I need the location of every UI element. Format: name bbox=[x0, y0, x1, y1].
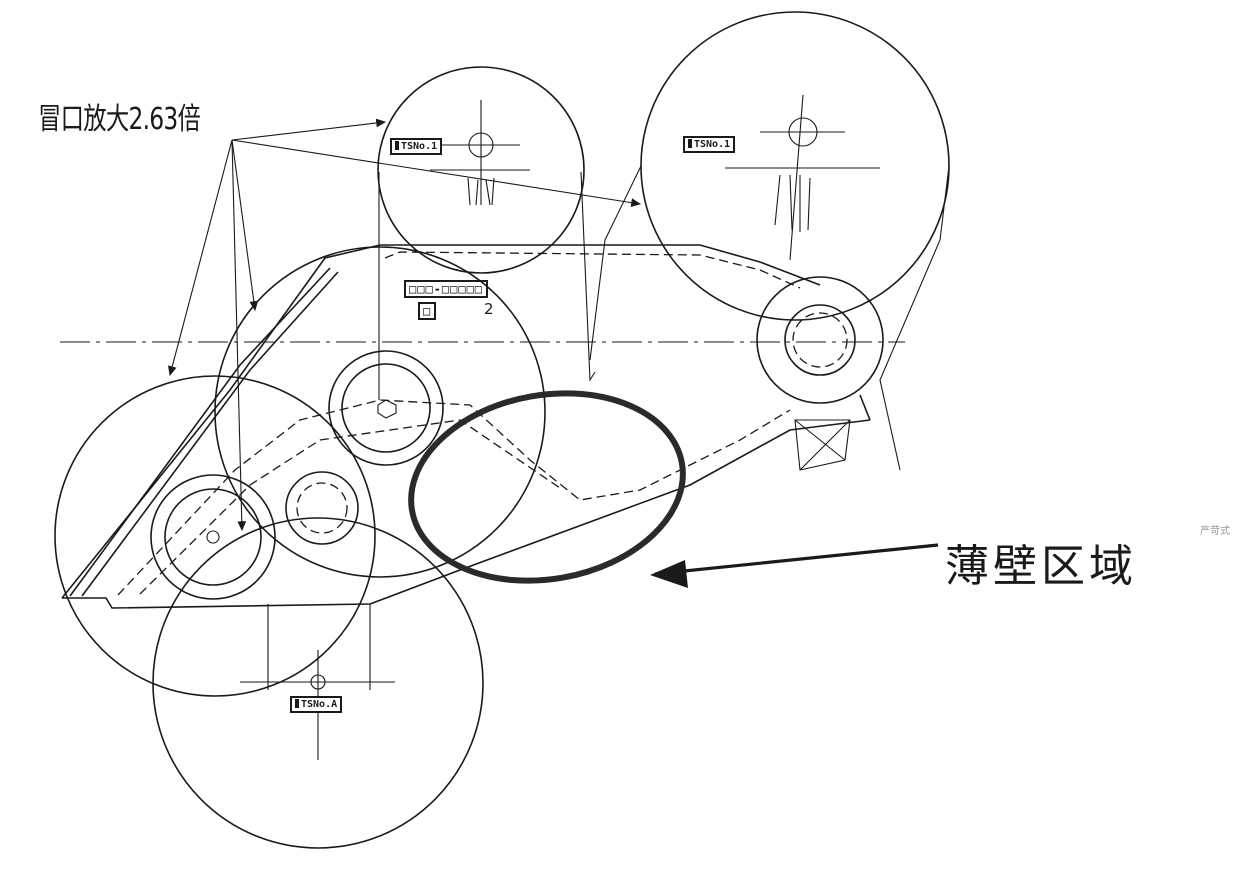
riser-circle-top-left bbox=[377, 66, 585, 274]
right-boss-outer bbox=[756, 276, 884, 404]
thin-wall-ellipse bbox=[408, 390, 686, 584]
left-boss-2-outer bbox=[285, 471, 359, 545]
riser-circle-top-right bbox=[640, 11, 950, 321]
casting-outline bbox=[61, 244, 871, 609]
right-boss-inner-dashed bbox=[792, 312, 848, 368]
casting-inner-rib-2 bbox=[81, 271, 339, 597]
neck-lines-top-left bbox=[378, 171, 596, 400]
riser-mark-top-right bbox=[725, 94, 880, 261]
riser-circle-left bbox=[54, 375, 376, 697]
left-boss-inner bbox=[164, 488, 262, 586]
inner-wall-dashed bbox=[117, 251, 801, 596]
left-boss-outer bbox=[150, 474, 276, 600]
riser-tag-top-right: TSNo.1 bbox=[683, 136, 736, 153]
thin-wall-arrow bbox=[654, 543, 939, 576]
middle-boss-hex bbox=[377, 399, 397, 419]
middle-boss-outer bbox=[328, 350, 444, 466]
thin-wall-label: 薄壁区域 bbox=[945, 541, 1137, 592]
neck-lines-bottom bbox=[267, 604, 371, 690]
riser-circle-bottom bbox=[152, 517, 484, 849]
right-boss-inner bbox=[784, 304, 856, 376]
part-code-mark: □□□-□□□□□ bbox=[404, 280, 489, 298]
riser-enlarge-label: 冒口放大2.63倍 bbox=[38, 102, 201, 137]
thin-wall-arrowhead bbox=[650, 560, 688, 588]
riser-tag-top-left: TSNo.1 bbox=[390, 138, 443, 155]
right-bracket bbox=[794, 419, 851, 471]
left-boss-center bbox=[206, 530, 220, 544]
middle-boss-inner bbox=[341, 363, 431, 453]
side-fragment-text: 严苛式 bbox=[1200, 526, 1230, 537]
code-box-mark: □ bbox=[418, 302, 437, 320]
riser-tag-bottom: TSNo.A bbox=[290, 696, 343, 713]
casting-inner-rib bbox=[69, 267, 331, 597]
riser-mark-top-left bbox=[430, 100, 530, 206]
neck-lines-top-right bbox=[589, 165, 950, 471]
inner-wall-dashed-2 bbox=[139, 419, 561, 595]
code-digit-mark: 2 bbox=[484, 300, 494, 318]
left-boss-2-inner bbox=[296, 482, 348, 534]
riser-circle-middle bbox=[214, 246, 546, 578]
riser-leader-lines bbox=[167, 118, 642, 532]
